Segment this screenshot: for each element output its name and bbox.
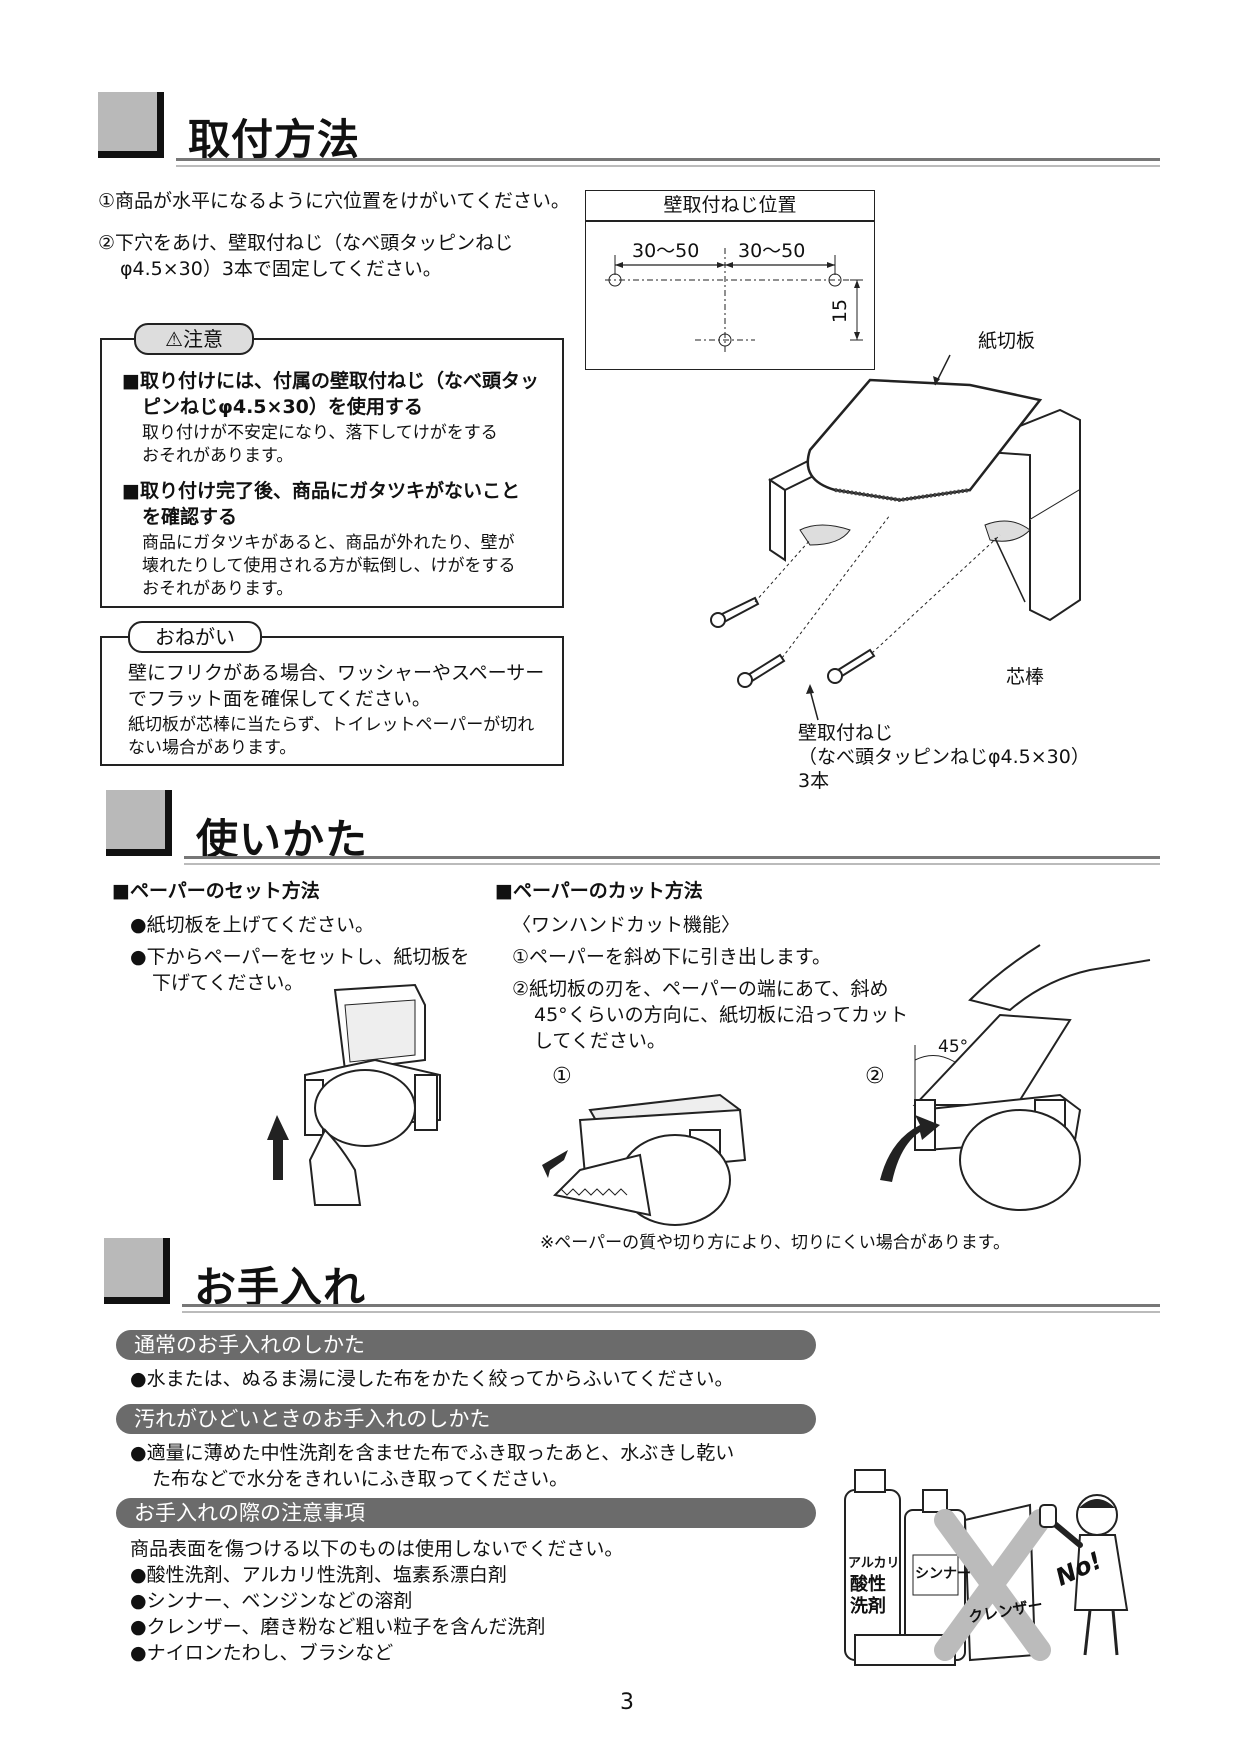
dim-right: 30～50 <box>738 240 806 262</box>
label-screw-qty: 3本 <box>798 770 830 792</box>
cut-step-2: ②紙切板の刃を、ペーパーの端にあて、斜め <box>512 978 889 1000</box>
caution-item-1-body: 取り付けが不安定になり、落下してけがをする <box>142 423 498 443</box>
caution-item-2-head: ■取り付け完了後、商品にガタツキがないこと <box>122 480 520 502</box>
cut-fig-1-illustration <box>542 1093 747 1226</box>
screw-diagram-drawing <box>605 248 863 355</box>
cleaner-prohibited-illustration <box>844 1469 1129 1666</box>
cut-step-1: ①ペーパーを斜め下に引き出します。 <box>512 946 831 968</box>
request-label: おねがい <box>128 621 262 653</box>
install-step-2b: φ4.5×30）3本で固定してください。 <box>120 258 442 280</box>
section-rule <box>184 856 1160 859</box>
cut-step-2c: してください。 <box>534 1030 666 1052</box>
set-paper-illustration <box>267 983 441 1206</box>
bottle-label-acid: 酸性 <box>850 1574 886 1595</box>
section-title-usage: 使いかた <box>196 815 369 864</box>
care-caution-item: ●クレンザー、磨き粉など粗い粒子を含んだ洗剤 <box>130 1616 546 1638</box>
section-rule <box>184 863 1160 865</box>
section-rule <box>176 158 1160 161</box>
section-title-install: 取付方法 <box>188 115 361 164</box>
cut-heading: ■ペーパーのカット方法 <box>495 880 703 902</box>
care-caution-item: ●ナイロンたわし、ブラシなど <box>130 1642 394 1664</box>
set-heading: ■ペーパーのセット方法 <box>112 880 320 902</box>
label-screw-spec: （なべ頭タッピンねじφ4.5×30） <box>798 746 1090 768</box>
request-head: でフラット面を確保してください。 <box>128 688 431 710</box>
section-marker-usage <box>106 790 172 856</box>
request-box <box>100 636 564 766</box>
bottle-label-alkali: アルカリ <box>848 1556 900 1571</box>
angle-label: 45° <box>938 1037 969 1057</box>
fig2-label: ② <box>865 1064 885 1089</box>
section-rule <box>176 165 1160 167</box>
label-screw: 壁取付ねじ <box>798 722 894 744</box>
caution-item-2-body: おそれがあります。 <box>142 579 294 599</box>
section-rule <box>182 1304 1160 1307</box>
label-core: 芯棒 <box>1006 666 1045 688</box>
section-title-care: お手入れ <box>194 1263 367 1312</box>
section-marker-install <box>98 92 164 158</box>
caution-item-2-body: 商品にガタツキがあると、商品が外れたり、壁が <box>142 533 515 553</box>
caution-item-1-body: おそれがあります。 <box>142 446 294 466</box>
screw-position-diagram <box>585 190 875 370</box>
care-caution-intro: 商品表面を傷つける以下のものは使用しないでください。 <box>130 1538 624 1560</box>
cut-step-2b: 45°くらいの方向に、紙切板に沿ってカット <box>534 1004 909 1026</box>
install-step-2: ②下穴をあけ、壁取付ねじ（なべ頭タッピンねじ <box>98 232 514 254</box>
care-heavy-text-2: た布などで水分をきれいにふき取ってください。 <box>152 1468 569 1490</box>
cut-fig-2-illustration <box>880 944 1151 1211</box>
page-number: 3 <box>620 1690 634 1715</box>
holder-install-illustration <box>710 354 1081 688</box>
cut-sub: 〈ワンハンドカット機能〉 <box>512 914 741 936</box>
install-step-1: ①商品が水平になるように穴位置をけがいてください。 <box>98 190 570 212</box>
set-item-2: ●下からペーパーをセットし、紙切板を <box>130 946 470 968</box>
caution-box <box>100 338 564 608</box>
bottle-label-thinner: シンナー <box>915 1566 971 1582</box>
dim-left: 30～50 <box>632 240 700 262</box>
request-body: ない場合があります。 <box>128 738 297 758</box>
care-heavy-text: ●適量に薄めた中性洗剤を含ませた布でふき取ったあと、水ぶきし乾い <box>130 1442 735 1464</box>
usage-note: ※ペーパーの質や切り方により、切りにくい場合があります。 <box>540 1233 1011 1253</box>
section-marker-care <box>104 1238 170 1304</box>
fig1-label: ① <box>552 1064 572 1089</box>
caution-item-1-head: ■取り付けには、付属の壁取付ねじ（なべ頭タッ <box>122 370 539 392</box>
care-normal-text: ●水または、ぬるま湯に浸した布をかたく絞ってからふいてください。 <box>130 1368 734 1390</box>
care-heavy-label: 汚れがひどいときのお手入れのしかた <box>116 1404 816 1434</box>
caution-label: ⚠注意 <box>134 323 254 355</box>
section-rule <box>182 1311 1160 1313</box>
care-caution-item: ●酸性洗剤、アルカリ性洗剤、塩素系漂白剤 <box>130 1564 507 1586</box>
screw-leader <box>806 684 819 721</box>
care-caution-item: ●シンナー、ベンジンなどの溶剤 <box>130 1590 413 1612</box>
screw-diagram-header-line <box>585 220 875 222</box>
label-cutter: 紙切板 <box>978 330 1036 352</box>
caution-item-2-head: を確認する <box>142 506 238 528</box>
screw-diagram-title: 壁取付ねじ位置 <box>663 194 797 216</box>
bottle-label-detergent: 洗剤 <box>850 1596 886 1617</box>
set-item-1: ●紙切板を上げてください。 <box>130 914 375 936</box>
caution-item-2-body: 壊れたりして使用される方が転倒し、けがをする <box>142 556 516 576</box>
care-normal-label: 通常のお手入れのしかた <box>116 1330 816 1360</box>
care-caution-label: お手入れの際の注意事項 <box>116 1498 816 1528</box>
caution-item-1-head: ピンねじφ4.5×30）を使用する <box>142 396 423 418</box>
request-head: 壁にフリクがある場合、ワッシャーやスペーサー <box>128 662 545 684</box>
set-item-2b: 下げてください。 <box>152 972 304 994</box>
request-body: 紙切板が芯棒に当たらず、トイレットペーパーが切れ <box>128 715 535 735</box>
